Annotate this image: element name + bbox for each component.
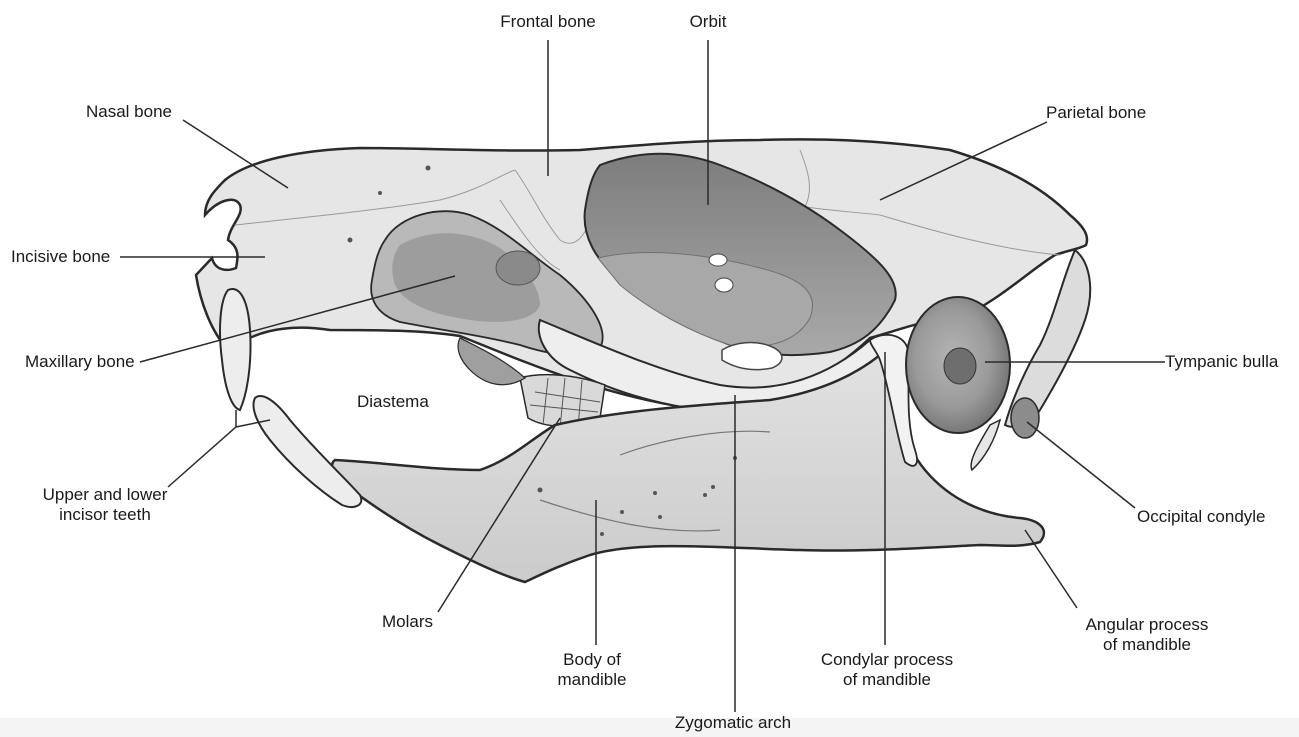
orbit-foramen-2 [715, 278, 733, 292]
infraorbital-foramen [496, 251, 540, 285]
label-tympanic-bulla: Tympanic bulla [1165, 352, 1278, 372]
occipital-condyle-shape [1011, 398, 1039, 438]
label-maxillary-bone: Maxillary bone [25, 352, 135, 372]
label-angular-process: Angular process of mandible [1086, 615, 1209, 655]
label-incisive-bone: Incisive bone [11, 247, 110, 267]
label-nasal-bone: Nasal bone [86, 102, 172, 122]
leader-angular [1025, 530, 1077, 608]
label-diastema: Diastema [357, 392, 429, 412]
leader-occipital [1027, 422, 1135, 508]
label-orbit: Orbit [690, 12, 727, 32]
upper-incisor [220, 289, 251, 410]
label-condylar-process: Condylar process of mandible [821, 650, 953, 690]
orbit-foramen-1 [709, 254, 727, 266]
lower-incisor [253, 396, 361, 507]
label-occipital-condyle: Occipital condyle [1137, 507, 1266, 527]
label-zygomatic-arch: Zygomatic arch [675, 713, 791, 733]
label-parietal-bone: Parietal bone [1046, 103, 1146, 123]
leader-incisor [168, 420, 270, 487]
label-body-of-mandible: Body of mandible [558, 650, 627, 690]
label-frontal-bone: Frontal bone [500, 12, 595, 32]
label-incisor-teeth: Upper and lower incisor teeth [43, 485, 168, 525]
label-molars: Molars [382, 612, 433, 632]
bulla-meatus [944, 348, 976, 384]
